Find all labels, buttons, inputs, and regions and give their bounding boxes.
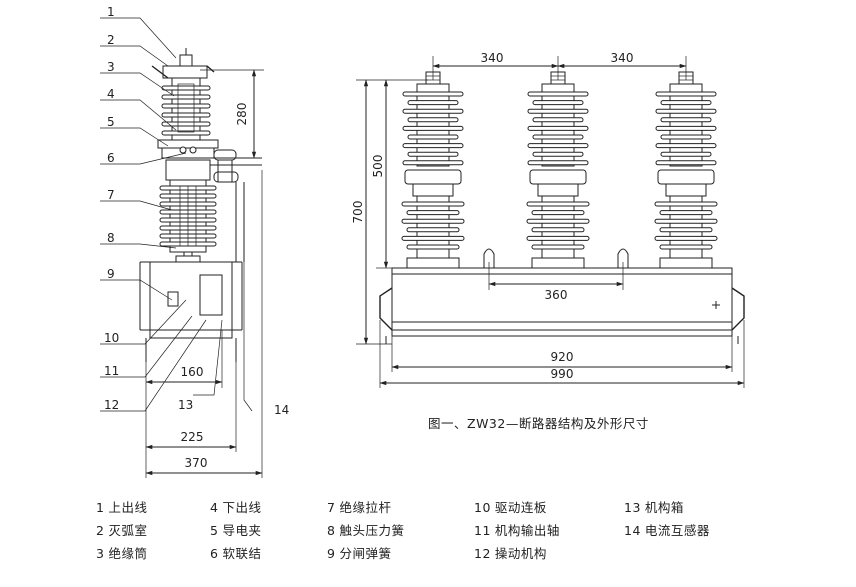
legend-number: 14	[624, 523, 641, 538]
dim-700: 700	[351, 201, 365, 224]
legend-number: 3	[96, 546, 105, 561]
callout-14: 14	[274, 403, 289, 417]
figure-caption: 图一、ZW32—断路器结构及外形尺寸	[428, 416, 649, 431]
legend-label: 软联结	[222, 546, 262, 561]
callout-12: 12	[104, 398, 119, 412]
legend-number: 9	[327, 546, 336, 561]
legend-label: 导电夹	[222, 523, 262, 538]
dim-160: 160	[181, 365, 204, 379]
legend-number: 1	[96, 500, 105, 515]
legend-label: 分闸弹簧	[339, 546, 392, 561]
callout-10: 10	[104, 331, 119, 345]
legend-label: 触头压力簧	[339, 523, 405, 538]
legend-number: 13	[624, 500, 641, 515]
dim-920: 920	[551, 350, 574, 364]
pole-1	[401, 71, 465, 269]
callout-8: 8	[107, 231, 115, 245]
callout-7: 7	[107, 188, 115, 202]
legend-label: 操动机构	[494, 546, 547, 561]
dim-340-right: 340	[611, 51, 634, 65]
legend-label: 驱动连板	[494, 500, 547, 515]
legend-number: 11	[474, 523, 491, 538]
legend-number: 7	[327, 500, 336, 515]
legend-number: 10	[474, 500, 491, 515]
legend-number: 2	[96, 523, 105, 538]
legend-label: 灭弧室	[108, 523, 148, 538]
dim-225: 225	[181, 430, 204, 444]
legend-label: 上出线	[108, 500, 148, 515]
callout-9: 9	[107, 267, 115, 281]
legend-label: 下出线	[222, 500, 262, 515]
legend-label: 绝缘筒	[108, 546, 148, 561]
callout-11: 11	[104, 364, 119, 378]
dim-370: 370	[185, 456, 208, 470]
legend-label: 电流互感器	[644, 523, 710, 538]
legend-number: 6	[210, 546, 219, 561]
callout-3: 3	[107, 60, 115, 74]
dim-500: 500	[371, 155, 385, 178]
legend-number: 5	[210, 523, 219, 538]
legend-number: 4	[210, 500, 219, 515]
front-view: 340 340 700 500 360 920 990	[351, 51, 745, 388]
legend-label: 绝缘拉杆	[339, 500, 392, 515]
legend-label: 机构输出轴	[494, 523, 560, 538]
callout-6: 6	[107, 151, 115, 165]
legend-label: 机构箱	[644, 500, 684, 515]
callout-5: 5	[107, 115, 115, 129]
callout-13: 13	[178, 398, 193, 412]
legend-number: 8	[327, 523, 336, 538]
dim-360: 360	[545, 288, 568, 302]
dim-340-left: 340	[481, 51, 504, 65]
side-view: 1 2 3 4 5 6 7 8 9 10 11 12 13 14 280 160…	[100, 5, 289, 478]
pole-3	[654, 71, 718, 269]
dim-990: 990	[551, 367, 574, 381]
callout-2: 2	[107, 33, 115, 47]
callout-1: 1	[107, 5, 115, 19]
legend-number: 12	[474, 546, 491, 561]
dim-280: 280	[235, 103, 249, 126]
pole-2	[526, 71, 590, 269]
callout-4: 4	[107, 87, 115, 101]
